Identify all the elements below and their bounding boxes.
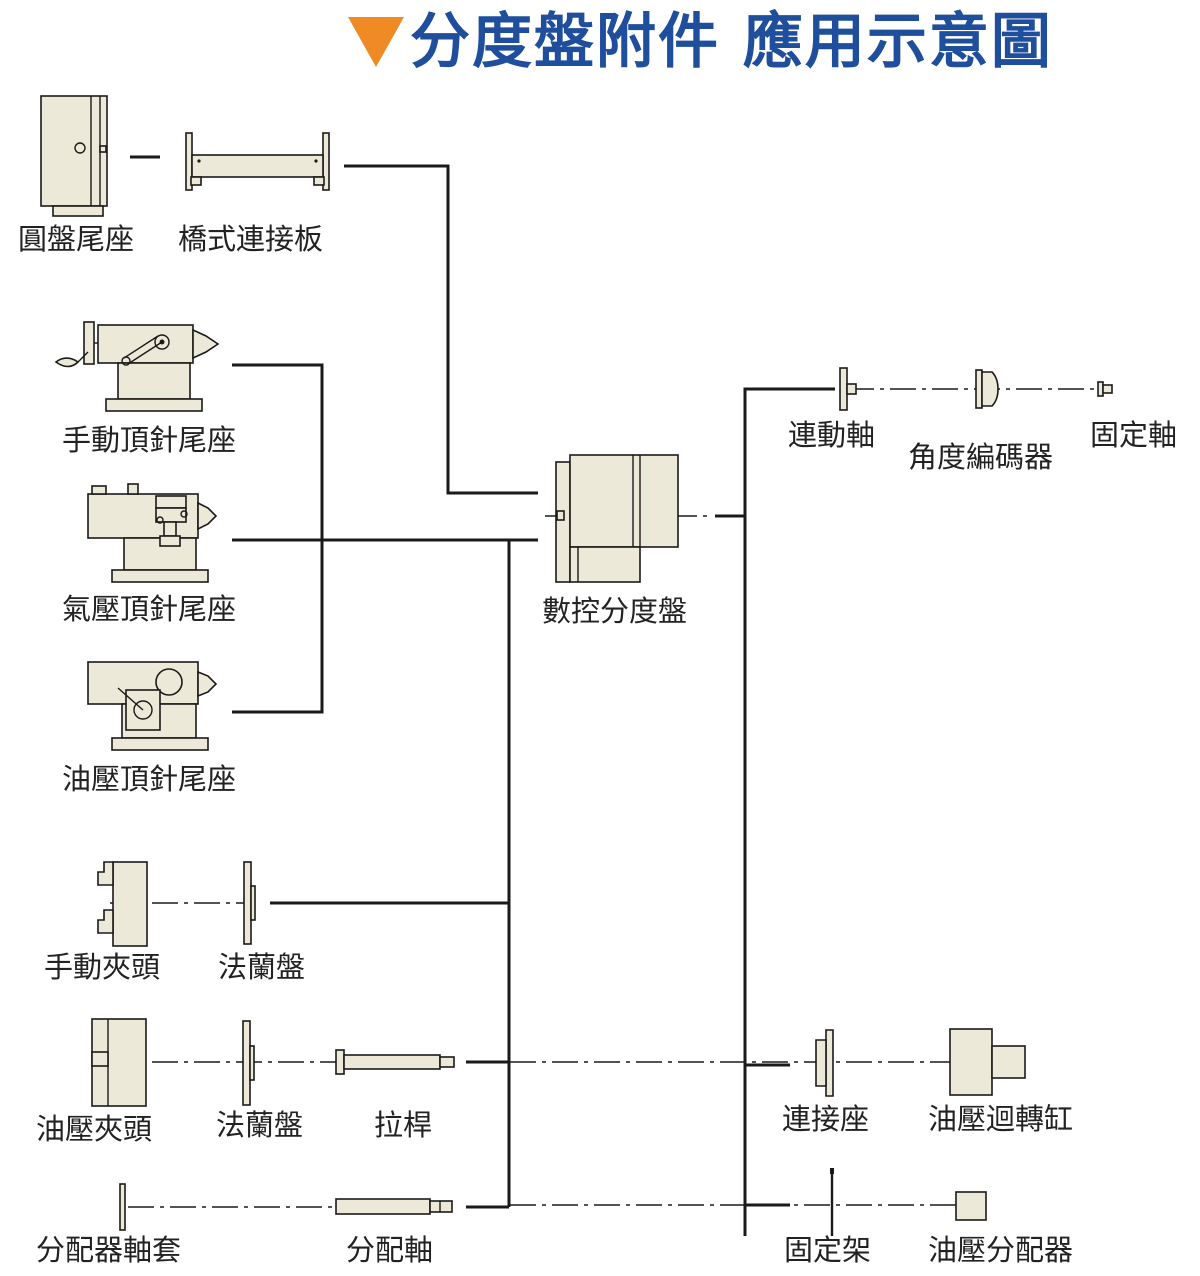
round-tailstock-drawing [40, 95, 108, 217]
distributor-sleeve-drawing [119, 1183, 126, 1231]
label-flange-2: 法蘭盤 [216, 1108, 304, 1142]
connecting-seat-drawing [815, 1029, 834, 1097]
linkage-shaft-drawing [839, 367, 857, 411]
label-round-tailstock: 圓盤尾座 [18, 222, 135, 256]
label-connecting-seat: 連接座 [782, 1102, 870, 1136]
label-fixed-bracket: 固定架 [784, 1233, 872, 1267]
label-distributor-shaft: 分配軸 [346, 1233, 434, 1267]
cnc-rotary-table-drawing [555, 454, 679, 583]
hydraulic-distributor-drawing [955, 1191, 987, 1221]
connector-lines [130, 155, 835, 1236]
label-hydraulic-rotary-cylinder: 油壓迴轉缸 [928, 1102, 1074, 1136]
label-angle-encoder: 角度編碼器 [908, 440, 1054, 474]
page-title: 分度盤附件 應用示意圖 [410, 7, 1053, 77]
draw-bar-drawing [335, 1049, 455, 1075]
flange-1-drawing [243, 861, 256, 945]
pneumatic-tailstock-drawing [87, 483, 218, 583]
label-bridge-plate: 橋式連接板 [178, 222, 324, 256]
label-manual-chuck: 手動夾頭 [44, 950, 161, 984]
fixed-shaft-drawing [1097, 381, 1113, 397]
label-hydraulic-tailstock: 油壓頂針尾座 [62, 762, 237, 796]
label-pneumatic-tailstock: 氣壓頂針尾座 [62, 592, 237, 626]
title-block: 分度盤附件 應用示意圖 [348, 4, 1053, 80]
label-draw-bar: 拉桿 [374, 1108, 433, 1142]
label-cnc-rotary-table: 數控分度盤 [542, 594, 688, 628]
manual-chuck-drawing [97, 861, 148, 947]
manual-tailstock-drawing [54, 321, 220, 412]
hydraulic-tailstock-drawing [87, 661, 218, 751]
distributor-shaft-drawing [335, 1198, 453, 1215]
title-triangle-icon [348, 17, 404, 67]
flange-2-drawing [242, 1020, 255, 1106]
label-hydraulic-chuck: 油壓夾頭 [36, 1112, 153, 1146]
label-linkage-shaft: 連動軸 [788, 418, 876, 452]
label-distributor-sleeve: 分配器軸套 [36, 1233, 182, 1267]
hydraulic-rotary-cylinder-drawing [949, 1028, 1026, 1096]
angle-encoder-drawing [975, 369, 999, 409]
bridge-plate-drawing [185, 132, 330, 191]
fixed-bracket-drawing [830, 1168, 834, 1236]
hydraulic-chuck-drawing [91, 1018, 147, 1107]
label-manual-tailstock: 手動頂針尾座 [62, 423, 237, 457]
label-fixed-shaft: 固定軸 [1090, 418, 1178, 452]
label-hydraulic-distributor: 油壓分配器 [928, 1233, 1074, 1267]
label-flange-1: 法蘭盤 [218, 950, 306, 984]
